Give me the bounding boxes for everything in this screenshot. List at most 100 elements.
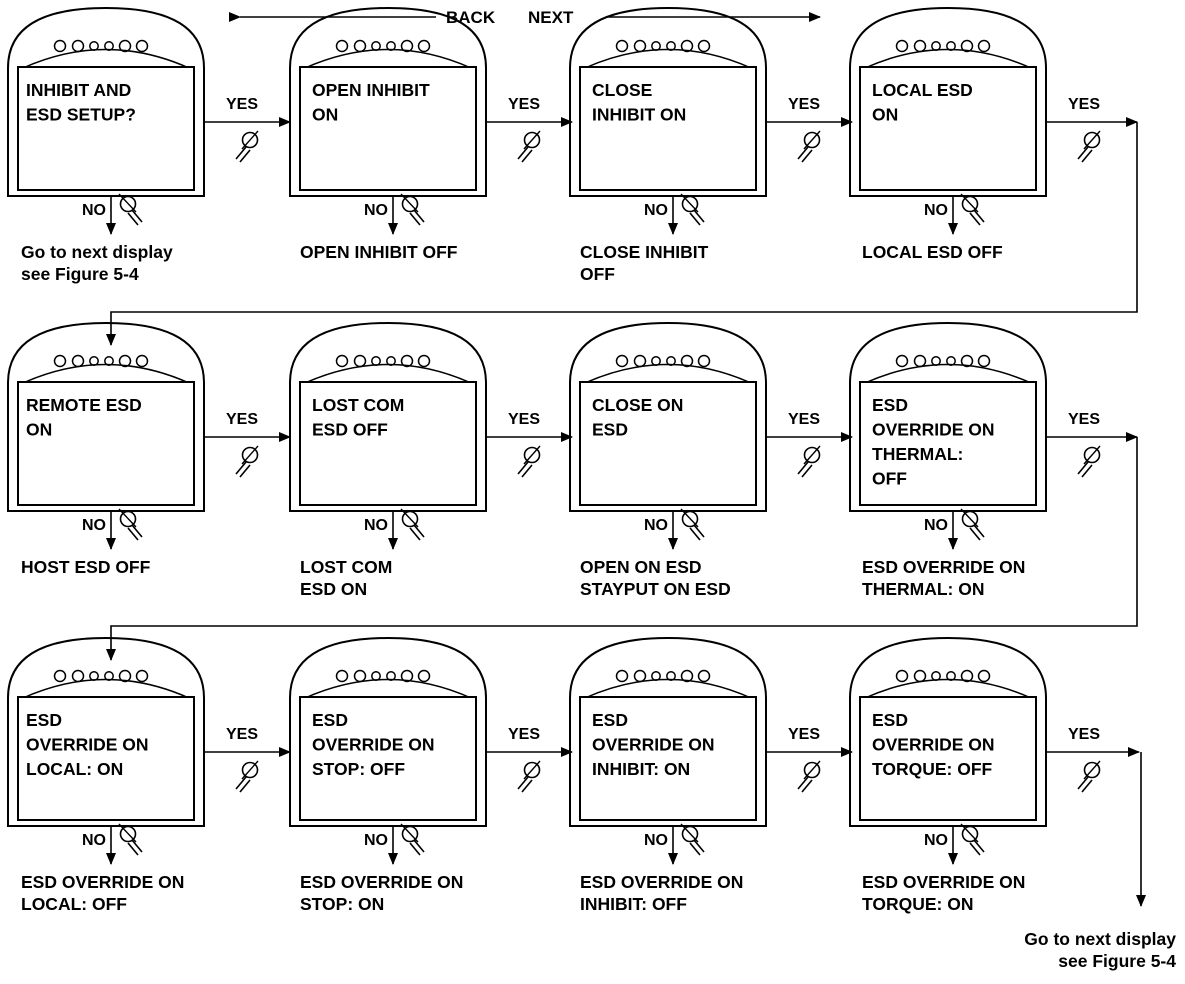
screen-text: ESD OFF <box>312 420 388 440</box>
led-icon <box>135 39 149 53</box>
screen-text: TORQUE: OFF <box>872 759 993 779</box>
led-icon <box>895 39 909 53</box>
led-icon <box>666 671 676 681</box>
indicator-lights <box>335 669 431 683</box>
yes-transition: YES <box>486 726 573 793</box>
led-icon <box>400 669 414 683</box>
lcd-screen <box>17 66 195 191</box>
actuator-housing <box>849 636 1047 827</box>
knob-yes-icon <box>517 760 541 793</box>
knob-no-icon <box>400 508 425 541</box>
yes-label: YES <box>508 411 540 428</box>
led-icon <box>931 671 941 681</box>
knob-no-icon <box>118 823 143 856</box>
led-icon <box>680 39 694 53</box>
no-result-text: ESD OVERRIDE ON <box>580 872 743 892</box>
lcd-screen <box>299 66 477 191</box>
no-result-text: STAYPUT ON ESD <box>580 579 731 599</box>
no-result-text: OPEN INHIBIT OFF <box>300 242 458 262</box>
actuator-housing <box>849 6 1047 197</box>
led-icon <box>615 39 629 53</box>
lcd-screen <box>859 696 1037 821</box>
led-icon <box>335 39 349 53</box>
screen-text: OVERRIDE ON <box>872 735 995 755</box>
no-result-text: LOCAL ESD OFF <box>862 242 1003 262</box>
no-result-text: ESD OVERRIDE ON <box>862 557 1025 577</box>
screen-text: OVERRIDE ON <box>312 735 435 755</box>
screen-text: ESD <box>592 420 628 440</box>
no-label: NO <box>644 832 668 849</box>
no-result-text: HOST ESD OFF <box>21 557 151 577</box>
actuator-housing <box>7 636 205 827</box>
yes-label: YES <box>1068 726 1100 743</box>
no-result-text: ESD OVERRIDE ON <box>300 872 463 892</box>
indicator-lights <box>895 669 991 683</box>
actuator-housing <box>569 636 767 827</box>
indicator-lights <box>895 39 991 53</box>
back-label: BACK <box>446 8 496 27</box>
housing-arc <box>22 48 190 69</box>
led-icon <box>697 39 711 53</box>
indicator-lights <box>53 354 149 368</box>
led-icon <box>615 669 629 683</box>
screen-text: OFF <box>872 469 907 489</box>
led-icon <box>633 39 647 53</box>
led-icon <box>615 354 629 368</box>
led-icon <box>895 669 909 683</box>
no-result-text: LOCAL: OFF <box>21 894 127 914</box>
led-icon <box>71 39 85 53</box>
housing-arc <box>304 678 472 699</box>
yes-label: YES <box>788 411 820 428</box>
screen-text: INHIBIT ON <box>592 105 686 125</box>
lcd-screen <box>579 696 757 821</box>
led-icon <box>53 39 67 53</box>
led-icon <box>697 669 711 683</box>
housing-arc <box>864 678 1032 699</box>
led-icon <box>353 669 367 683</box>
screen-text: ON <box>872 105 898 125</box>
screen-text: ESD <box>872 710 908 730</box>
no-result-text: LOST COM <box>300 557 392 577</box>
no-result-text: INHIBIT: OFF <box>580 894 687 914</box>
led-icon <box>89 356 99 366</box>
final-text: see Figure 5-4 <box>1058 951 1176 971</box>
yes-label: YES <box>788 726 820 743</box>
led-icon <box>913 669 927 683</box>
knob-yes-icon <box>235 445 259 478</box>
led-icon <box>353 39 367 53</box>
yes-label: YES <box>508 96 540 113</box>
screen-text: OVERRIDE ON <box>592 735 715 755</box>
led-icon <box>118 354 132 368</box>
led-icon <box>417 669 431 683</box>
knob-no-icon <box>960 193 985 226</box>
led-icon <box>977 669 991 683</box>
knob-no-icon <box>680 193 705 226</box>
housing-arc <box>584 678 752 699</box>
screen-text: ESD SETUP? <box>26 105 136 125</box>
housing-arc <box>304 363 472 384</box>
screen-text: ON <box>312 105 338 125</box>
led-icon <box>104 356 114 366</box>
no-result-text: see Figure 5-4 <box>21 264 139 284</box>
indicator-lights <box>335 39 431 53</box>
led-icon <box>371 41 381 51</box>
no-result-text: STOP: ON <box>300 894 384 914</box>
led-icon <box>931 41 941 51</box>
yes-transition: YES <box>486 96 573 163</box>
lcd-screen <box>17 696 195 821</box>
led-icon <box>960 669 974 683</box>
yes-label: YES <box>1068 411 1100 428</box>
no-label: NO <box>924 517 948 534</box>
led-icon <box>680 669 694 683</box>
housing-arc <box>864 48 1032 69</box>
no-result-text: ESD OVERRIDE ON <box>862 872 1025 892</box>
